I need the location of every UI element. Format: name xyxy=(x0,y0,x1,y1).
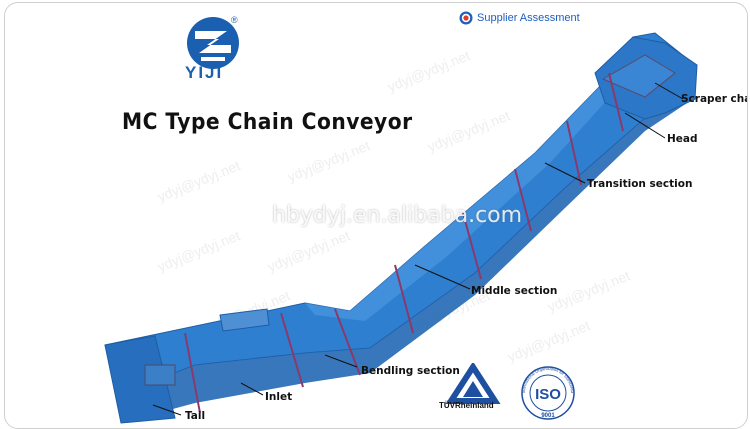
label-inlet: Inlet xyxy=(265,391,293,403)
label-bendling-section: Bendling section xyxy=(361,365,460,377)
label-tail: Tail xyxy=(185,410,206,422)
yiji-logo-icon xyxy=(187,17,239,69)
page-title: MC Type Chain Conveyor xyxy=(122,110,413,135)
image-frame: ydyj@ydyj.net ydyj@ydyj.net ydyj@ydyj.ne… xyxy=(4,2,748,429)
registered-mark: ® xyxy=(231,15,238,25)
iso-logo-icon: International Organization for Standardi… xyxy=(515,363,575,420)
supplier-assessment-label: Supplier Assessment xyxy=(477,12,580,24)
iso-number: 9001 xyxy=(541,413,555,419)
iso-text: ISO xyxy=(535,386,561,403)
website-watermark: hbydyj.en.alibaba.com xyxy=(272,203,523,228)
conveyor-illustration xyxy=(104,32,698,424)
supplier-assessment-badge[interactable]: Supplier Assessment xyxy=(459,11,580,25)
label-middle-section: Middle section xyxy=(471,285,558,297)
verified-badge-icon xyxy=(459,11,473,25)
tuv-logo-icon xyxy=(445,363,501,404)
brand-name: YIJI xyxy=(185,63,224,82)
label-scraper-chain: Scraper chain xyxy=(681,93,747,105)
tuv-label: TÜVRheinland xyxy=(439,401,494,410)
label-head: Head xyxy=(667,133,698,145)
label-transition-section: Transition section xyxy=(587,178,693,190)
